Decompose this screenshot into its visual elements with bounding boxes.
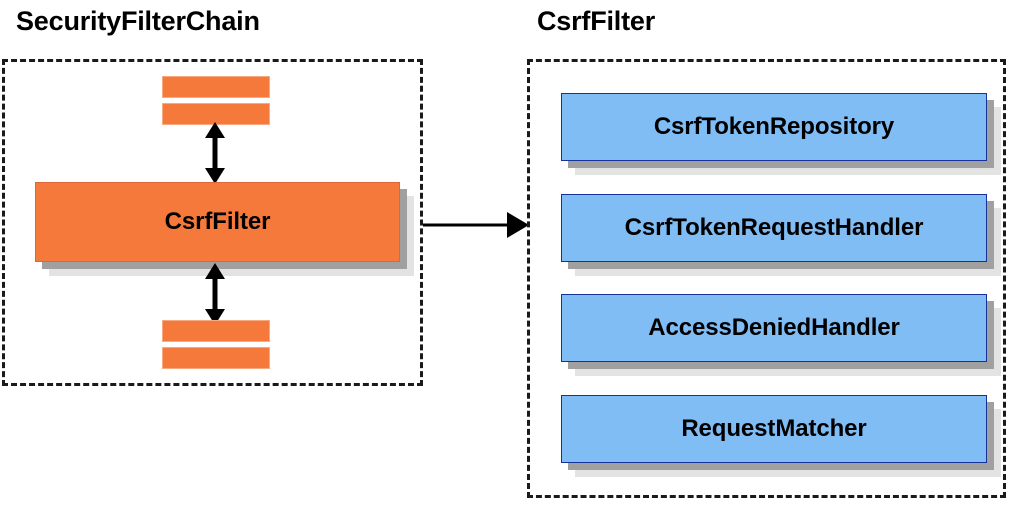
group-box-csrffilter xyxy=(527,59,1006,498)
arrow-up-down-below-csrffilter xyxy=(205,263,225,325)
node-face: RequestMatcher xyxy=(561,395,987,463)
filter-bar-bottom-1 xyxy=(162,320,270,342)
node-requestmatcher[interactable]: RequestMatcher xyxy=(561,395,1001,477)
node-csrffilter[interactable]: CsrfFilter xyxy=(35,182,414,276)
node-label-csrftokenrequesthandler: CsrfTokenRequestHandler xyxy=(624,214,924,241)
node-csrftokenrepository[interactable]: CsrfTokenRepository xyxy=(561,93,1001,175)
node-csrftokenrequesthandler[interactable]: CsrfTokenRequestHandler xyxy=(561,194,1001,276)
left-to-right-arrow xyxy=(423,212,529,238)
node-face: CsrfTokenRepository xyxy=(561,93,987,161)
node-face: CsrfFilter xyxy=(35,182,400,262)
filter-bar-bottom-2 xyxy=(162,347,270,369)
node-label-csrffilter: CsrfFilter xyxy=(164,208,271,235)
group-box-securityfilterchain xyxy=(2,59,423,386)
page-title-securityfilterchain: SecurityFilterChain xyxy=(16,6,260,36)
node-label-requestmatcher: RequestMatcher xyxy=(681,415,867,442)
node-accessdeniedhandler[interactable]: AccessDeniedHandler xyxy=(561,294,1001,376)
node-face: CsrfTokenRequestHandler xyxy=(561,194,987,262)
filter-bar-top-1 xyxy=(162,76,270,98)
node-label-csrftokenrepository: CsrfTokenRepository xyxy=(653,113,895,140)
arrow-up-down-above-csrffilter xyxy=(205,122,225,184)
page-title-csrffilter: CsrfFilter xyxy=(537,6,656,36)
node-face: AccessDeniedHandler xyxy=(561,294,987,362)
node-label-accessdeniedhandler: AccessDeniedHandler xyxy=(648,314,900,341)
